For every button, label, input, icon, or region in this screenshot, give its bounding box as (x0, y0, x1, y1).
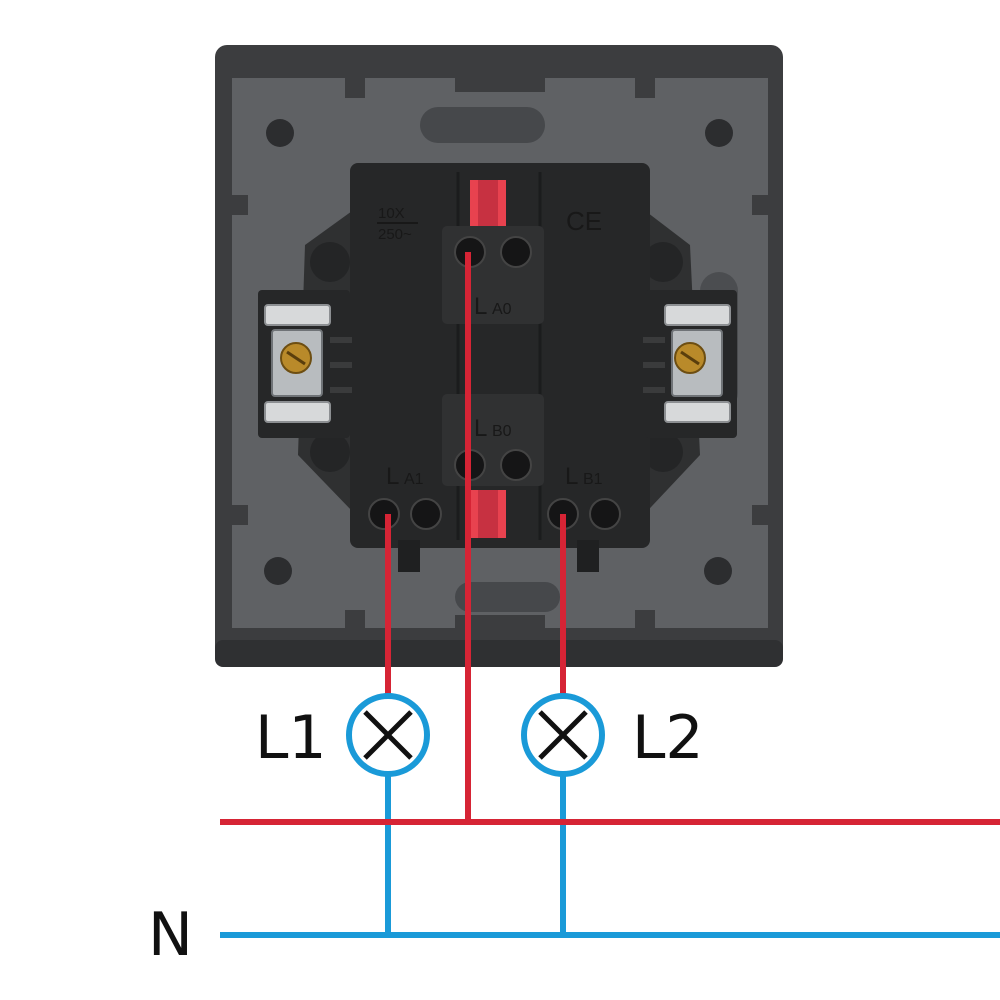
mount-hole-top-right (705, 119, 733, 147)
terminal-b1-hole-2[interactable] (589, 498, 621, 530)
top-slot (420, 107, 545, 143)
left-screw-slot (286, 350, 306, 366)
terminal-b1-label: B1 (583, 471, 603, 488)
grip-top-right (643, 242, 683, 282)
rating-bottom: 250~ (378, 226, 412, 243)
terminal-a1-hole-2[interactable] (410, 498, 442, 530)
terminal-b1-prefix: L (565, 463, 578, 490)
left-clamp-plate-bottom (264, 401, 331, 423)
left-clamp (258, 290, 352, 438)
right-screw-slot (680, 350, 700, 366)
neutral-label: N (148, 900, 193, 970)
right-clamp-plate-bottom (664, 401, 731, 423)
lamp-l2-label: L2 (632, 703, 704, 773)
terminal-a1-hole-1[interactable] (368, 498, 400, 530)
lamp-cross-icon (521, 693, 605, 777)
terminal-a1-prefix: L (386, 463, 399, 490)
grip-bottom-left (310, 432, 350, 472)
left-clamp-plate-top (264, 304, 331, 326)
mechanism-block (350, 163, 650, 548)
grip-top-left (310, 242, 350, 282)
terminal-a1-label: A1 (404, 471, 424, 488)
terminal-b0-prefix: L (474, 415, 487, 442)
ce-mark-icon: CE (566, 206, 602, 236)
right-clamp (643, 290, 737, 438)
frame-highlight (215, 640, 783, 667)
terminal-a0-prefix: L (474, 293, 487, 320)
lamp-l1-cross-b (363, 710, 413, 760)
right-clamp-plate-top (664, 304, 731, 326)
foot-left (398, 540, 420, 572)
lamp-l2-cross-b (538, 710, 588, 760)
wiring (220, 252, 1000, 938)
terminal-a0-label: A0 (492, 301, 512, 318)
lamp-cross-icon (346, 693, 430, 777)
mount-hole-bottom-right (704, 557, 732, 585)
release-tab-top-shade (478, 180, 498, 228)
rating-top: 10X (378, 205, 405, 222)
mount-hole-bottom-left (264, 557, 292, 585)
foot-right (577, 540, 599, 572)
release-tab-bottom-shade (478, 490, 498, 538)
terminal-b0-hole-2[interactable] (500, 449, 532, 481)
terminal-b0-label: B0 (492, 423, 512, 440)
lamp-l1-label: L1 (255, 703, 327, 773)
terminal-a0-hole-2[interactable] (500, 236, 532, 268)
switch-mechanism: 10X 250~ CE L A0 L B0 L A1 L B1 (298, 163, 700, 572)
mount-hole-top-left (266, 119, 294, 147)
bottom-slot (455, 582, 560, 612)
grip-bottom-right (643, 432, 683, 472)
